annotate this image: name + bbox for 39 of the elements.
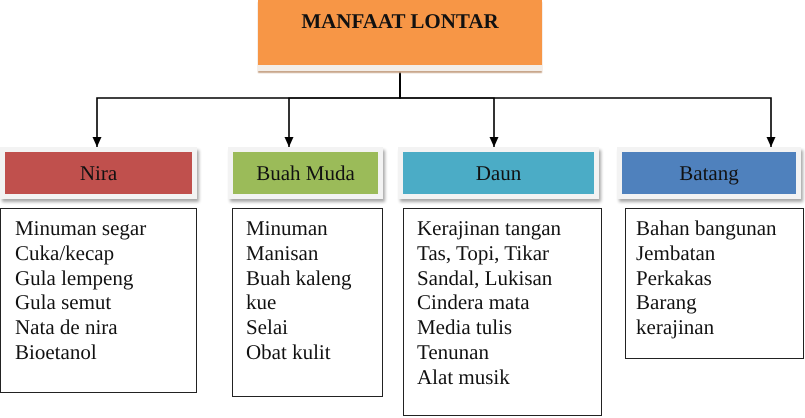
- list-box: [403, 208, 602, 416]
- list-item: Gula lempeng: [15, 266, 134, 290]
- list-item: Selai: [246, 315, 288, 340]
- category-box: [398, 147, 599, 199]
- category-label: Batang: [679, 160, 739, 186]
- list-item: Cuka/kecap: [15, 240, 114, 266]
- list-item: Buah kaleng: [246, 266, 352, 290]
- category-box: [617, 147, 801, 199]
- list-item: Cindera mata: [417, 290, 530, 316]
- category-box: [228, 147, 383, 199]
- list-item: kue: [246, 290, 276, 316]
- list-item: Kerajinan tangan: [417, 216, 562, 241]
- arrow: [399, 71, 776, 147]
- list-item: Manisan: [246, 240, 318, 266]
- list-box: [625, 208, 804, 359]
- list-item: Bahan bangunan: [636, 216, 777, 241]
- list-item: kerajinan: [636, 315, 714, 340]
- list-item: Perkakas: [636, 266, 712, 290]
- list-item: Alat musik: [417, 364, 510, 390]
- category-label: Buah Muda: [256, 160, 355, 186]
- list-item: Bioetanol: [15, 340, 97, 365]
- list-item: Barang: [636, 290, 697, 316]
- root-box: [258, 0, 542, 71]
- list-box: [0, 208, 197, 393]
- list-item: Obat kulit: [246, 340, 331, 365]
- list-box: [232, 208, 383, 397]
- list-item: Media tulis: [417, 315, 512, 340]
- category-label: Nira: [80, 160, 118, 186]
- list-item: Minuman: [246, 216, 328, 241]
- list-item: Jembatan: [636, 240, 716, 266]
- list-item: Tenunan: [417, 340, 490, 365]
- list-item: Minuman segar: [15, 216, 146, 241]
- list-item: Sandal, Lukisan: [417, 266, 552, 290]
- list-item: Nata de nira: [15, 315, 118, 340]
- list-item: Gula semut: [15, 290, 112, 316]
- root-label: MANFAAT LONTAR: [301, 9, 499, 33]
- category-box: [0, 147, 197, 199]
- category-label: Daun: [476, 160, 522, 186]
- list-item: Tas, Topi, Tikar: [417, 240, 550, 266]
